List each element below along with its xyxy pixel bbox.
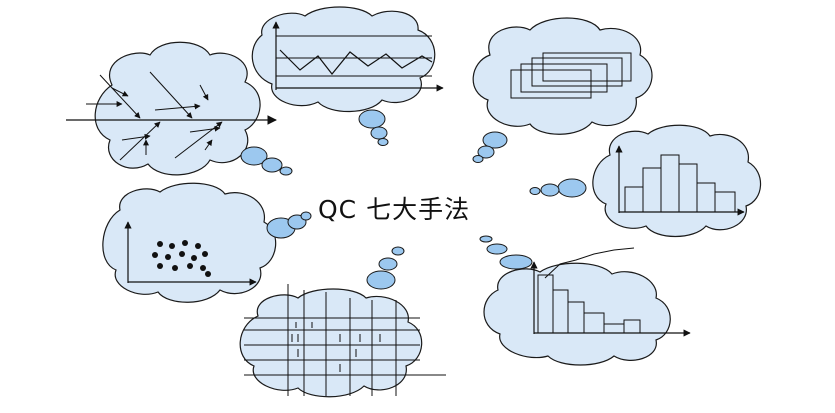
thought-bubble bbox=[279, 166, 293, 176]
control-chart-cloud bbox=[251, 6, 444, 146]
stratification-cloud bbox=[472, 17, 653, 163]
diagram-title: QC 七大手法 bbox=[318, 195, 471, 224]
thought-bubble bbox=[529, 187, 541, 195]
histogram-chart bbox=[615, 145, 745, 216]
thought-bubble bbox=[240, 146, 268, 166]
check-sheet-cloud bbox=[239, 246, 446, 398]
thought-bubble bbox=[477, 145, 495, 159]
scatter-plot bbox=[124, 221, 257, 286]
histogram-cloud bbox=[529, 124, 762, 237]
fishbone-diagram bbox=[66, 71, 277, 161]
fishbone-cloud bbox=[66, 41, 293, 176]
thought-bubble bbox=[479, 235, 493, 243]
thought-bubble bbox=[300, 211, 312, 221]
thought-bubble bbox=[378, 257, 398, 271]
thought-bubble bbox=[366, 270, 396, 290]
thought-bubble bbox=[540, 183, 560, 197]
thought-bubble bbox=[358, 109, 386, 129]
thought-bubble bbox=[261, 157, 283, 173]
thought-bubble bbox=[486, 243, 508, 255]
thought-bubble bbox=[482, 131, 508, 149]
pareto-chart bbox=[530, 247, 691, 337]
scatter-cloud bbox=[102, 182, 312, 303]
thought-bubble bbox=[499, 254, 533, 270]
pareto-cloud bbox=[479, 235, 691, 366]
thought-bubble bbox=[557, 178, 587, 198]
thought-bubble bbox=[370, 126, 388, 140]
stratification-diagram bbox=[510, 52, 632, 99]
control-chart bbox=[272, 21, 444, 92]
thought-bubble bbox=[472, 155, 484, 163]
thought-bubble bbox=[377, 138, 389, 146]
check-sheet-grid bbox=[244, 284, 446, 396]
thought-bubble bbox=[391, 246, 405, 256]
